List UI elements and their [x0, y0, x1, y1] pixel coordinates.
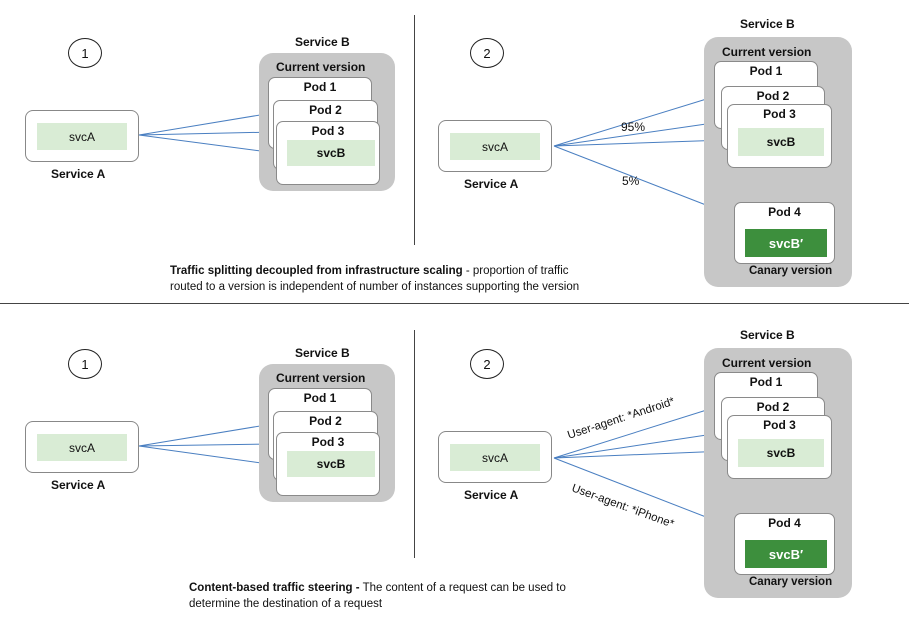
canary-svcb-chip: svcB′ — [745, 540, 827, 568]
pod-1-label: Pod 1 — [303, 391, 337, 405]
svcb-chip: svcB — [738, 128, 824, 156]
pod-3: Pod 3 svcB — [276, 121, 380, 185]
service-a-card: svcA — [25, 421, 139, 473]
top-right-arrows — [553, 95, 727, 214]
bottom-caption-bold: Content-based traffic steering - — [189, 582, 360, 594]
pod-3-label: Pod 3 — [763, 418, 796, 432]
split-primary-label: 95% — [621, 120, 646, 134]
pod-3-label: Pod 3 — [311, 124, 345, 138]
service-b-title: Service B — [295, 346, 350, 360]
service-a-card: svcA — [438, 431, 552, 483]
service-b-title: Service B — [295, 35, 350, 49]
pod-1-label: Pod 1 — [749, 375, 783, 389]
bottom-vertical-divider — [414, 330, 415, 558]
top-caption-bold: Traffic splitting decoupled from infrast… — [170, 265, 463, 277]
step-number: 1 — [68, 349, 102, 379]
svca-chip: svcA — [37, 123, 127, 150]
pod-2-label: Pod 2 — [756, 89, 790, 103]
arrow-to-pod-3 — [553, 447, 727, 459]
svcb-chip: svcB — [287, 140, 375, 166]
bottom-left-arrows — [138, 421, 277, 469]
bottom-caption-rest: The content of a request can be used to — [359, 582, 566, 594]
arrow-to-pod-2 — [138, 128, 275, 137]
pod-2-label: Pod 2 — [309, 103, 342, 117]
bottom-right-arrows — [553, 406, 727, 526]
arrow-to-pod-1 — [553, 406, 714, 459]
pod-3: Pod 3 svcB — [276, 432, 380, 496]
current-version-label: Current version — [276, 371, 366, 385]
bottom-caption-line2: determine the destination of a request — [189, 598, 383, 610]
pod-4-label: Pod 4 — [768, 516, 801, 530]
canary-pod: Pod 4 svcB′ — [734, 513, 835, 575]
current-version-label: Current version — [276, 60, 366, 74]
arrow-to-pod-2 — [553, 119, 721, 147]
arrow-to-pod-3 — [138, 134, 277, 157]
service-b-title: Service B — [740, 17, 795, 31]
pod-1-label: Pod 1 — [749, 64, 783, 78]
current-version-label: Current version — [722, 45, 812, 59]
step-number: 2 — [470, 349, 504, 379]
top-caption: Traffic splitting decoupled from infrast… — [170, 263, 690, 295]
top-caption-line2: routed to a version is independent of nu… — [170, 281, 580, 293]
current-version-label: Current version — [722, 356, 812, 370]
canary-svcb-chip: svcB′ — [745, 229, 827, 257]
pod-3-label: Pod 3 — [311, 435, 345, 449]
arrow-to-pod-3 — [138, 445, 277, 469]
service-a-label: Service A — [51, 167, 106, 181]
pod-1-label: Pod 1 — [303, 80, 337, 94]
arrow-to-pod-2 — [553, 430, 721, 459]
canary-version-label: Canary version — [749, 265, 833, 277]
arrow-to-pod-1 — [138, 110, 273, 136]
arrow-to-pod-4 — [553, 145, 725, 214]
canary-pod: Pod 4 svcB′ — [734, 202, 835, 264]
pod-4-label: Pod 4 — [768, 205, 801, 219]
pod-2-label: Pod 2 — [309, 414, 342, 428]
svca-chip: svcA — [450, 444, 540, 471]
service-a-card: svcA — [25, 110, 139, 162]
top-left-arrows — [138, 110, 277, 157]
canary-version-label: Canary version — [749, 576, 833, 588]
section-horizontal-divider — [0, 303, 909, 304]
svca-chip: svcA — [450, 133, 540, 160]
pod-3: Pod 3 svcB — [727, 104, 832, 168]
step-number: 1 — [68, 38, 102, 68]
step-number: 2 — [470, 38, 504, 68]
service-b-title: Service B — [740, 328, 795, 342]
svcb-chip: svcB — [287, 451, 375, 477]
arrow-to-pod-1 — [553, 95, 714, 147]
top-vertical-divider — [414, 15, 415, 245]
svca-chip: svcA — [37, 434, 127, 461]
pod-3: Pod 3 svcB — [727, 415, 832, 479]
service-a-label: Service A — [464, 488, 519, 502]
arrow-to-pod-2 — [138, 440, 275, 449]
service-a-label: Service A — [464, 177, 519, 191]
pod-3-label: Pod 3 — [763, 107, 796, 121]
service-a-label: Service A — [51, 478, 106, 492]
arrow-to-pod-4 — [553, 457, 725, 526]
arrow-to-pod-3 — [553, 136, 727, 147]
top-caption-rest: - proportion of traffic — [462, 265, 569, 277]
svcb-chip: svcB — [738, 439, 824, 467]
bottom-caption: Content-based traffic steering - The con… — [189, 580, 689, 612]
pod-2-label: Pod 2 — [756, 400, 790, 414]
arrow-to-pod-1 — [138, 421, 273, 447]
service-a-card: svcA — [438, 120, 552, 172]
split-canary-label: 5% — [622, 174, 640, 188]
